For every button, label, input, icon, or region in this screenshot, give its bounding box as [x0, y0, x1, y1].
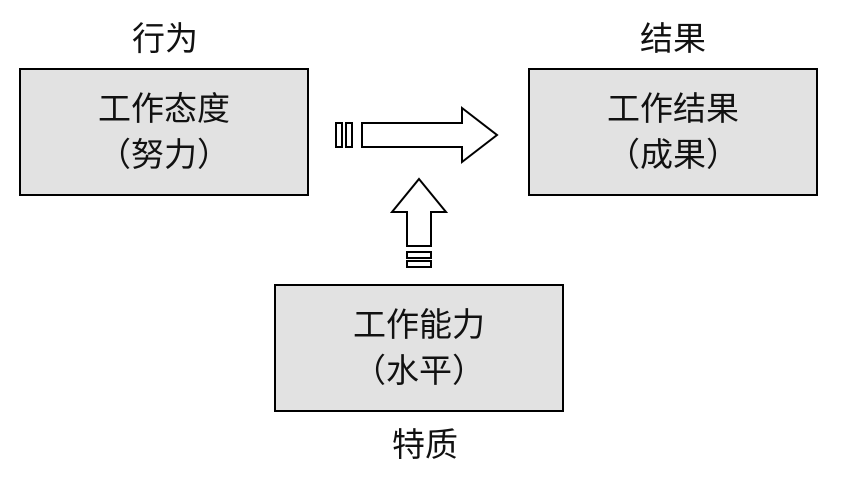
work-result-label: 工作结果 — [607, 89, 739, 128]
work-attitude-box: 工作态度 （努力） — [19, 68, 309, 196]
up-arrow-icon — [389, 177, 449, 268]
behavior-heading: 行为 — [132, 19, 198, 58]
effort-label: （努力） — [98, 135, 230, 174]
work-result-box: 工作结果 （成果） — [528, 68, 818, 196]
right-arrow-body — [361, 105, 499, 165]
work-ability-label: 工作能力 — [353, 305, 485, 344]
right-arrow-tail-bar-1 — [335, 122, 343, 148]
outcome-label: （成果） — [607, 135, 739, 174]
right-arrow-icon — [335, 105, 499, 165]
up-arrow-tail-bar-2 — [406, 260, 432, 268]
right-arrow-tail-bar-2 — [345, 122, 353, 148]
up-arrow-body — [389, 177, 449, 247]
trait-heading: 特质 — [392, 425, 458, 464]
result-heading: 结果 — [640, 19, 706, 58]
level-label: （水平） — [353, 351, 485, 390]
up-arrow-tail-bar-1 — [406, 251, 432, 259]
work-attitude-label: 工作态度 — [98, 89, 230, 128]
work-ability-box: 工作能力 （水平） — [274, 284, 564, 412]
